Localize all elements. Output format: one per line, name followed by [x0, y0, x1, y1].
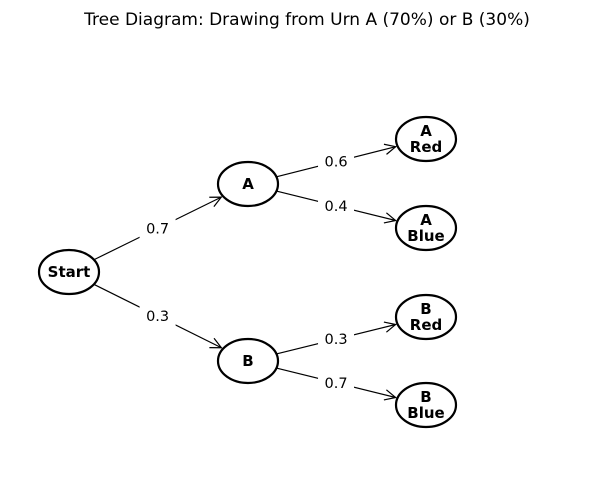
edge-b-b-red: 0.3	[276, 321, 397, 355]
edge-label: 0.6	[324, 155, 347, 171]
arrowhead-icon	[383, 321, 397, 333]
node-label: Blue	[407, 404, 444, 422]
edge-b-b-blue: 0.7	[276, 367, 397, 401]
node-ellipse	[394, 204, 458, 252]
node-label: A	[420, 211, 432, 229]
node-start: Start	[37, 248, 101, 296]
node-ellipse	[394, 115, 458, 163]
diagram-title: Tree Diagram: Drawing from Urn A (70%) o…	[83, 10, 530, 30]
edge-label: 0.7	[324, 376, 347, 392]
node-label: B	[420, 388, 431, 406]
node-label: Red	[410, 316, 442, 334]
arrowhead-icon	[383, 389, 397, 401]
node-label: A	[420, 122, 432, 140]
edge-label: 0.7	[146, 221, 169, 237]
node-ellipse	[216, 337, 280, 385]
arrowhead-icon	[383, 143, 398, 155]
edge-label: 0.3	[324, 332, 347, 348]
edge-a-a-red: 0.6	[276, 143, 398, 178]
node-label: Blue	[407, 227, 444, 245]
node-b: B	[216, 337, 280, 385]
edge-a-a-blue: 0.4	[276, 190, 397, 224]
node-ellipse	[394, 293, 458, 341]
edge-label: 0.4	[324, 199, 347, 215]
node-label: A	[242, 175, 254, 193]
edge-label-background	[318, 194, 355, 217]
edge-label-background	[318, 150, 355, 173]
node-ellipse	[394, 381, 458, 429]
edges-layer: 0.7 0.3 0.6 0.4 0.3 0.7	[93, 143, 398, 401]
arrowhead-icon	[209, 196, 223, 207]
node-ellipse	[37, 248, 101, 296]
edge-label: 0.3	[146, 309, 169, 325]
edge-start-b: 0.3	[93, 283, 223, 349]
node-label: B	[242, 352, 253, 370]
arrowhead-icon	[209, 337, 223, 349]
arrowhead-icon	[383, 212, 397, 224]
node-label: B	[420, 300, 431, 318]
edge-label-background	[318, 371, 355, 394]
node-label: Start	[48, 263, 91, 281]
edge-label-background	[139, 305, 176, 328]
node-a: A	[216, 160, 280, 208]
edge-label-background	[318, 328, 355, 351]
node-ellipse	[216, 160, 280, 208]
edge-start-a: 0.7	[93, 196, 223, 261]
edge-label-background	[139, 217, 176, 240]
node-label: Red	[410, 138, 442, 156]
